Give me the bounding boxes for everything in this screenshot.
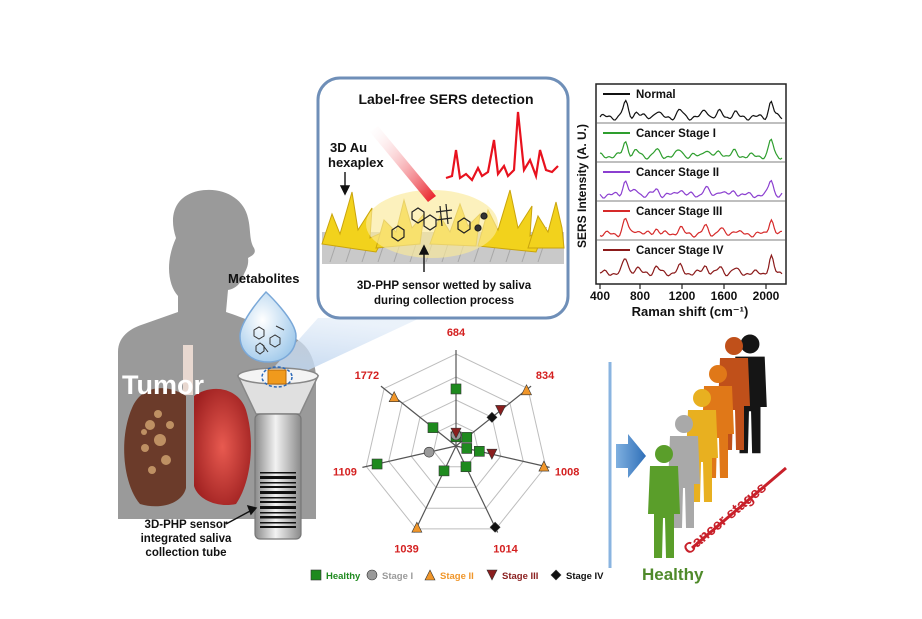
radar-marker [424,569,436,581]
radar-legend-label: Stage I [382,571,413,582]
sensor-arrow [418,244,430,272]
spectra-xtick-label: 1200 [669,289,696,303]
healthy-label: Healthy [642,565,704,584]
radar-marker [489,521,501,533]
spectra-xtick-label: 1600 [711,289,738,303]
radar-marker [486,411,498,423]
hexaplex-substrate [321,189,565,264]
person-figure [648,445,680,558]
radar-legend-label: Stage IV [566,571,604,582]
spectrum-series-label: Cancer Stage III [636,206,722,218]
radar-axis-label: 1772 [355,370,379,382]
sensor-caption-line2: during collection process [374,295,514,307]
spectra-ylabel: SERS Intensity (A. U.) [575,124,589,248]
spectra-xtick-label: 2000 [753,289,780,303]
radar-legend-label: Stage II [440,571,474,582]
radar-axis-label: 1014 [493,544,518,556]
radar-axis-label: 834 [536,370,555,382]
radar-legend-label: Healthy [326,571,361,582]
radar-chart: 684 834 1008 1014 1039 1109 1772 [333,327,579,556]
radar-marker [427,422,439,433]
spectra-xlabel: Raman shift (cm⁻¹) [632,304,749,319]
sers-detection-box: Label-free SERS detection [316,76,570,320]
spectrum-trace [599,99,783,121]
tube-caption-line2: integrated saliva [141,533,232,545]
radar-grid-ring [388,376,524,509]
radar-marker [550,569,562,581]
radar-marker [495,405,507,417]
radar-marker [366,569,378,581]
radar-axis-label: 1109 [333,466,357,478]
hexaplex-label-line1: 3D Au [330,140,367,155]
hexaplex-label-line2: hexaplex [328,155,384,170]
radar-marker [371,458,383,470]
radar-legend: Healthy Stage I Stage II Stage III Stage IV [310,569,604,582]
radar-marker [486,448,498,460]
spectrum-trace [599,253,783,277]
radar-grid-ring [365,353,547,530]
radar-marker [411,521,423,533]
spectrum-series-label: Cancer Stage IV [636,245,724,257]
spectrum-series-label: Cancer Stage I [636,128,716,140]
radar-axis-label: 684 [447,327,466,339]
spectrum-trace [599,138,783,160]
tumor-label: Tumor [122,370,204,400]
radar-marker [310,569,322,581]
radar-marker [450,383,462,395]
stages-slash-line [691,466,787,550]
radar-axis-line [455,445,499,533]
flow-arrow [616,434,646,478]
saliva-droplet [239,290,297,363]
radar-marker [461,443,473,454]
tube-pointer-arrow [225,504,258,525]
metabolite-molecules [391,203,488,242]
radar-marker [461,432,473,443]
metabolites-label: Metabolites [228,271,300,286]
spectra-xtick-label: 400 [590,289,610,303]
radar-axis-label: 1008 [555,466,579,478]
tube-caption-line1: 3D-PHP sensor [145,519,228,531]
cancer-staging-figures [648,334,767,558]
barcode [260,472,296,528]
spectrum-trace [599,179,783,199]
hexaplex-arrow [339,172,351,196]
radar-marker [450,427,462,439]
sers-box-title: Label-free SERS detection [358,91,533,107]
sensor-caption-line1: 3D-PHP sensor wetted by saliva [357,280,532,292]
tumor-nodules [141,410,174,474]
radar-marker [486,569,498,581]
spectrum-series-label: Normal [636,89,676,101]
spectrum-trace [599,217,783,238]
radar-marker [538,460,550,472]
radar-axis-line [413,445,457,533]
radar-axis-label: 1039 [394,544,418,556]
lungs-illustration [124,345,251,507]
spectra-xtick-label: 800 [630,289,650,303]
radar-marker [460,461,472,473]
radar-marker [438,465,450,477]
radar-marker [388,390,400,402]
callout-wedge [268,318,420,374]
radar-marker [521,384,532,396]
collection-tube [236,366,320,540]
raman-signal-trace [445,111,559,182]
radar-grid-ring [433,422,479,468]
laser-beam [370,126,436,202]
radar-marker [474,446,485,457]
radar-legend-label: Stage III [502,571,538,582]
radar-marker [423,446,435,458]
tube-caption-line3: collection tube [145,547,226,559]
radar-grid-ring [410,399,502,488]
spectrum-series-label: Cancer Stage II [636,167,719,179]
